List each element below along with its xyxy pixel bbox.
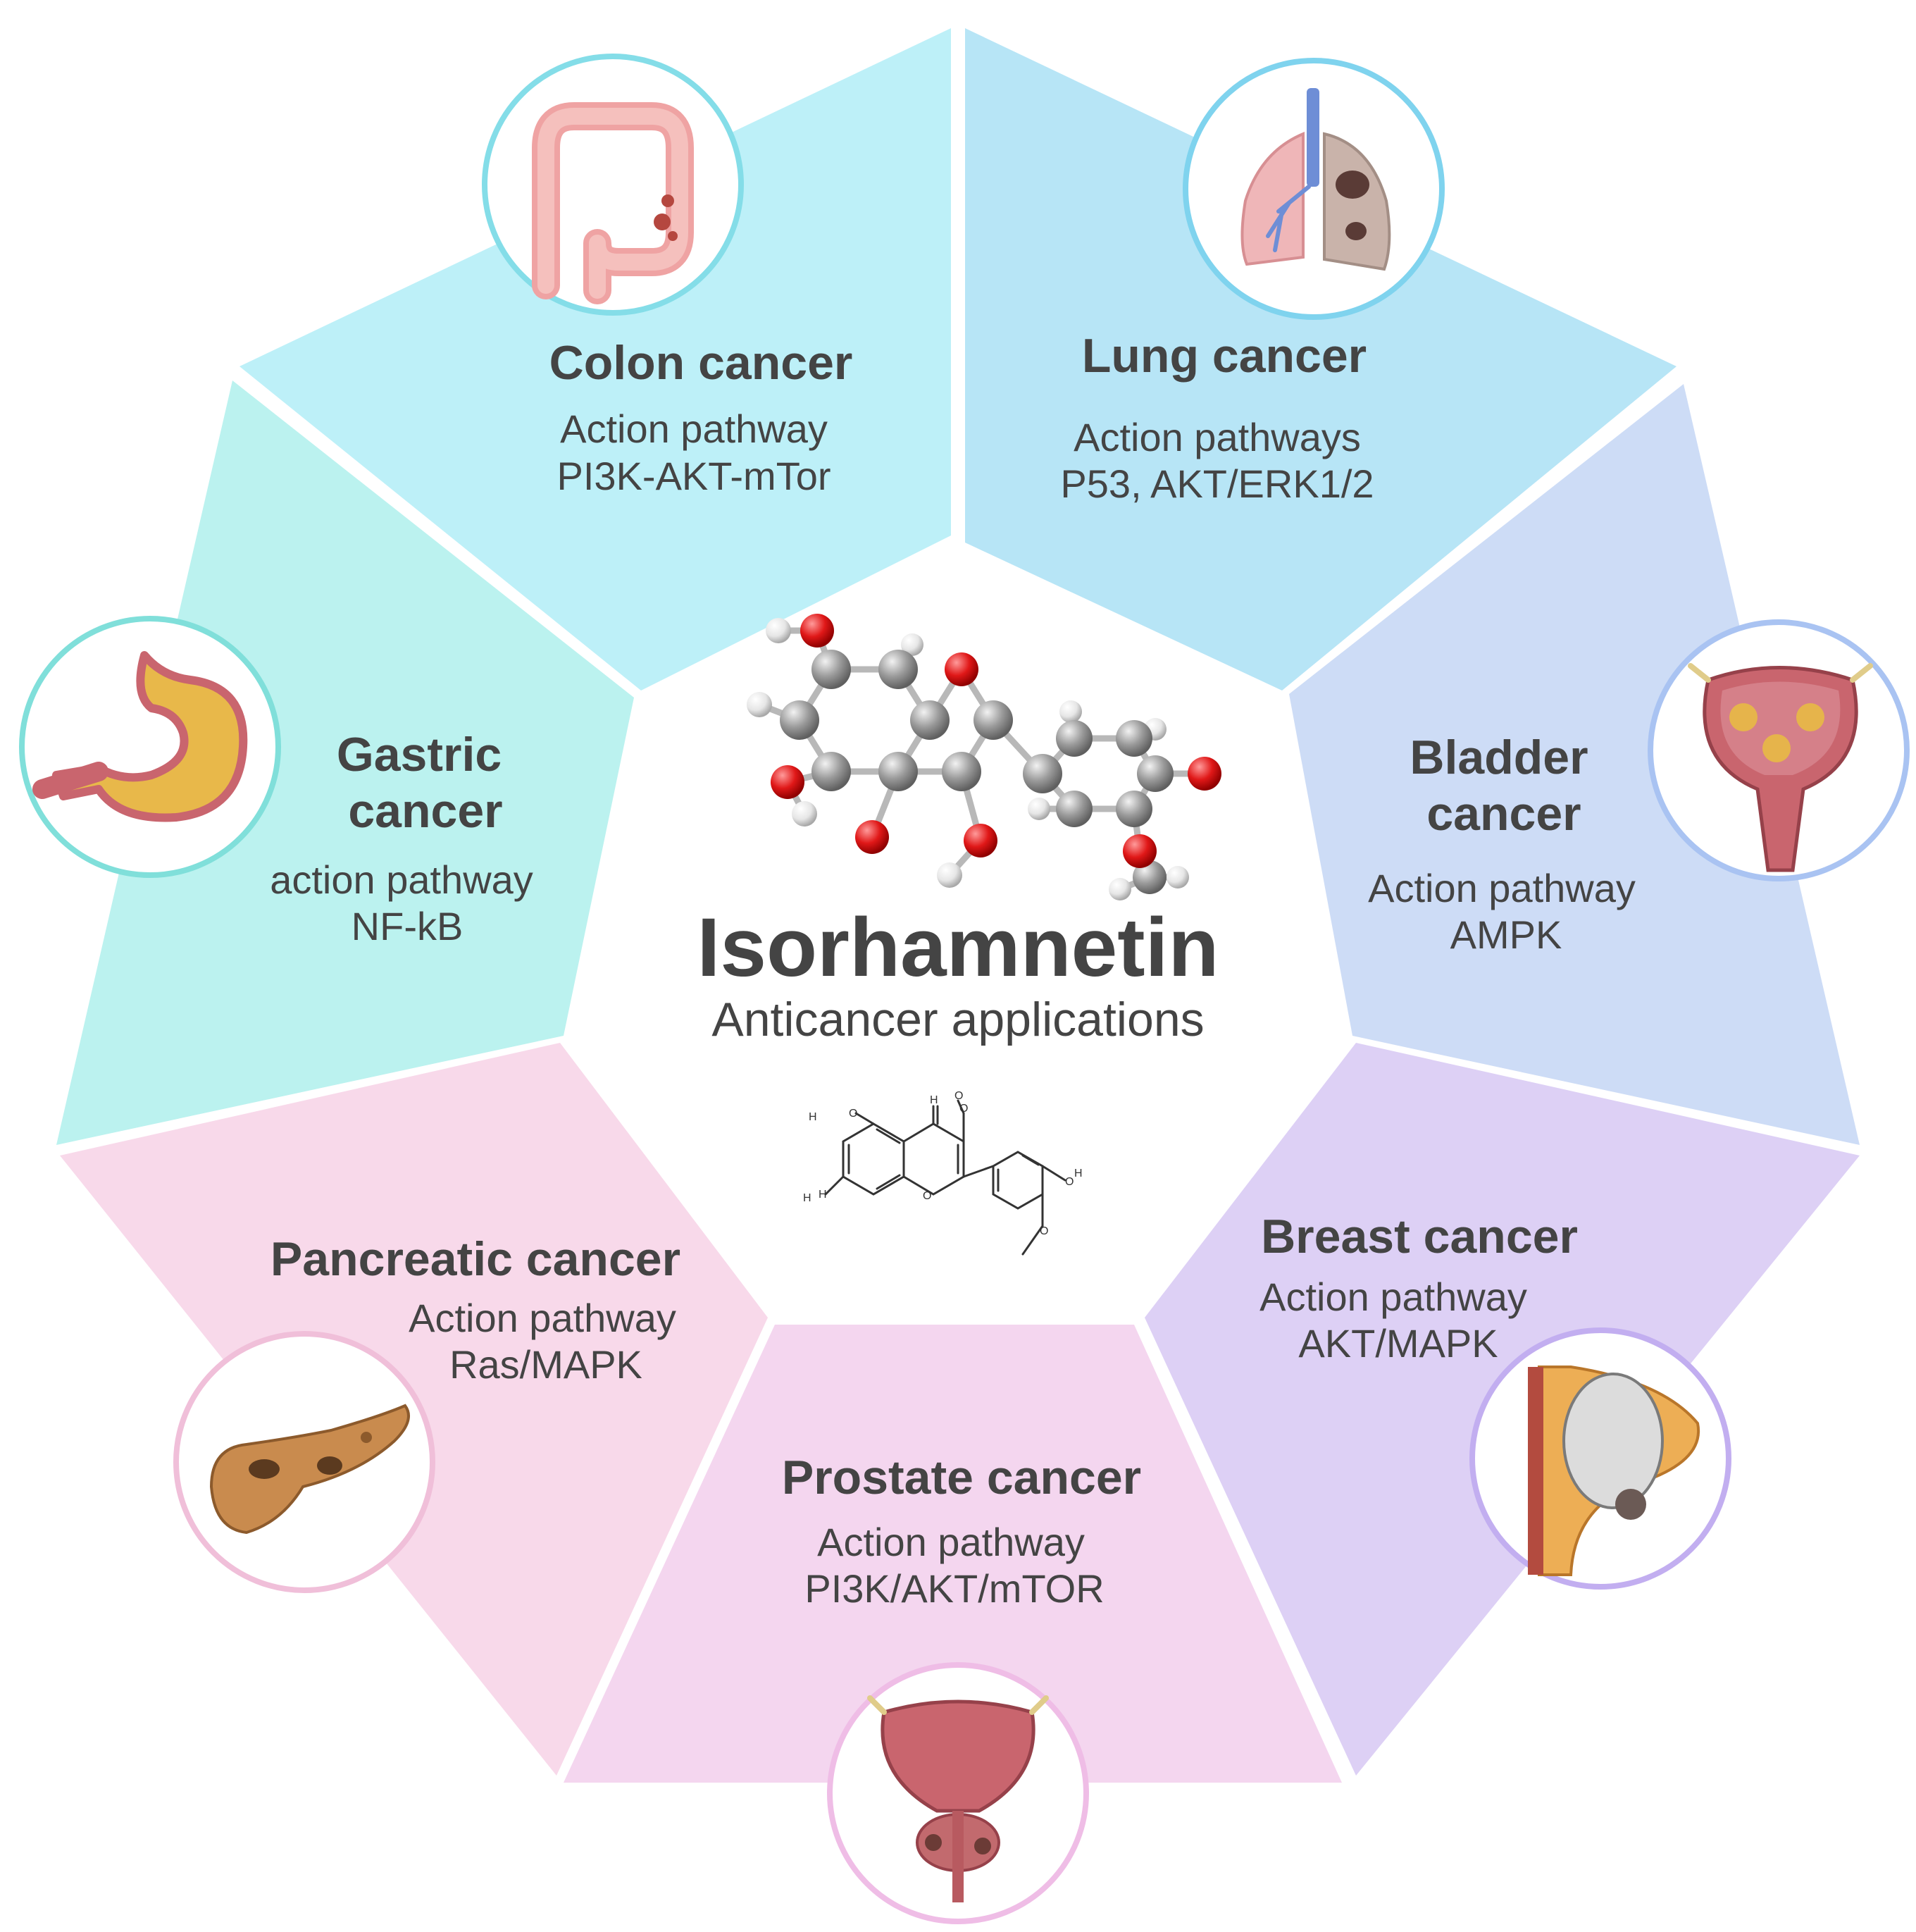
colon-label: Colon cancer Action pathway PI3K-AKT-mTo… (549, 336, 853, 498)
prostate-pathway-label: Action pathway (817, 1520, 1085, 1564)
lung-pathway-value: P53, AKT/ERK1/2 (1060, 462, 1374, 506)
stomach-icon (19, 616, 281, 878)
atom-h (1167, 866, 1189, 888)
colon-pathway-label: Action pathway (560, 407, 828, 451)
atom-c (942, 752, 981, 791)
atom-c (780, 700, 819, 740)
skeletal-atom-labels: H O H O O H O H O H O (803, 1090, 1083, 1237)
atom-label: O (849, 1108, 857, 1120)
atom-c (1137, 755, 1174, 792)
atom-label: O (1040, 1225, 1048, 1237)
atom-o (1123, 834, 1157, 868)
atom-c (1056, 791, 1093, 827)
atom-c (1116, 791, 1152, 827)
atom-h (901, 633, 923, 656)
atom-label: H (809, 1111, 817, 1123)
atom-c (878, 650, 918, 689)
gastric-title-2: cancer (348, 784, 502, 838)
lung-icon (1183, 58, 1445, 320)
colon-title: Colon cancer (549, 336, 853, 390)
gastric-pathway-label: action pathway (270, 857, 533, 902)
atom-c (878, 752, 918, 791)
segment-colon (240, 28, 951, 691)
atom-h (747, 692, 772, 717)
lung-pathway-label: Action pathways (1074, 415, 1361, 459)
atom-label: O (959, 1103, 968, 1115)
atom-h (1028, 798, 1050, 820)
atom-c (1023, 754, 1062, 793)
atom-label: O (923, 1190, 931, 1202)
molecule-skeletal-structure (824, 1099, 1066, 1256)
breast-pathway-label: Action pathway (1259, 1275, 1527, 1319)
center-subtitle: Anticancer applications (711, 993, 1204, 1046)
breast-title: Breast cancer (1261, 1210, 1578, 1263)
lung-title: Lung cancer (1082, 329, 1367, 383)
bladder-icon (1648, 619, 1910, 881)
colon-icon (482, 54, 744, 316)
lung-label: Lung cancer Action pathways P53, AKT/ERK… (1060, 329, 1374, 506)
segment-bladder (1289, 384, 1860, 1145)
atom-c (910, 700, 950, 740)
prostate-title: Prostate cancer (782, 1451, 1141, 1504)
breast-icon (1469, 1327, 1731, 1590)
colon-pathway-value: PI3K-AKT-mTor (557, 454, 831, 498)
atom-o (855, 820, 889, 854)
atom-label: H (803, 1192, 811, 1204)
atom-h (1109, 878, 1131, 900)
segment-gastric (56, 380, 634, 1145)
atom-label: H (1074, 1168, 1083, 1179)
atom-o (964, 824, 997, 857)
breast-pathway-value: AKT/MAPK (1298, 1321, 1498, 1366)
atom-h (937, 862, 962, 888)
atom-label: O (954, 1090, 963, 1102)
gastric-title-1: Gastric (337, 728, 502, 781)
pancreatic-label: Pancreatic cancer Action pathway Ras/MAP… (270, 1232, 680, 1387)
atom-label: O (1065, 1176, 1074, 1188)
bladder-pathway-label: Action pathway (1368, 866, 1636, 910)
atom-o (800, 614, 834, 648)
bladder-pathway-value: AMPK (1450, 912, 1562, 957)
atom-h (792, 801, 817, 826)
atom-c (1133, 860, 1167, 894)
prostate-label: Prostate cancer Action pathway PI3K/AKT/… (782, 1451, 1141, 1611)
prostate-icon (827, 1662, 1089, 1924)
atom-o (771, 765, 804, 799)
atom-c (811, 650, 851, 689)
atom-h (766, 618, 791, 643)
bladder-title-2: cancer (1426, 787, 1581, 841)
atom-label: H (930, 1094, 938, 1106)
atom-label: H (819, 1189, 827, 1201)
prostate-pathway-value: PI3K/AKT/mTOR (804, 1566, 1104, 1611)
pancreas-icon (173, 1331, 435, 1593)
atom-h (1059, 700, 1082, 723)
bladder-label: Bladder cancer Action pathway AMPK (1368, 731, 1636, 957)
breast-label: Breast cancer Action pathway AKT/MAPK (1259, 1210, 1578, 1366)
pancreatic-pathway-value: Ras/MAPK (449, 1342, 642, 1387)
atom-c (811, 752, 851, 791)
atom-c (1056, 720, 1093, 757)
molecule-3d-model (747, 614, 1221, 900)
segment-lung (965, 28, 1677, 691)
segment-prostate (564, 1325, 1342, 1783)
atom-o (945, 652, 978, 686)
bladder-title-1: Bladder (1410, 731, 1588, 784)
gastric-pathway-value: NF-kB (352, 904, 464, 948)
atom-c (1116, 720, 1152, 757)
gastric-label: Gastric cancer action pathway NF-kB (270, 728, 533, 948)
atom-c (973, 700, 1013, 740)
pancreatic-pathway-label: Action pathway (409, 1296, 676, 1340)
atom-o (1188, 757, 1221, 791)
center-title: Isorhamnetin (697, 901, 1219, 994)
pancreatic-title: Pancreatic cancer (270, 1232, 680, 1286)
